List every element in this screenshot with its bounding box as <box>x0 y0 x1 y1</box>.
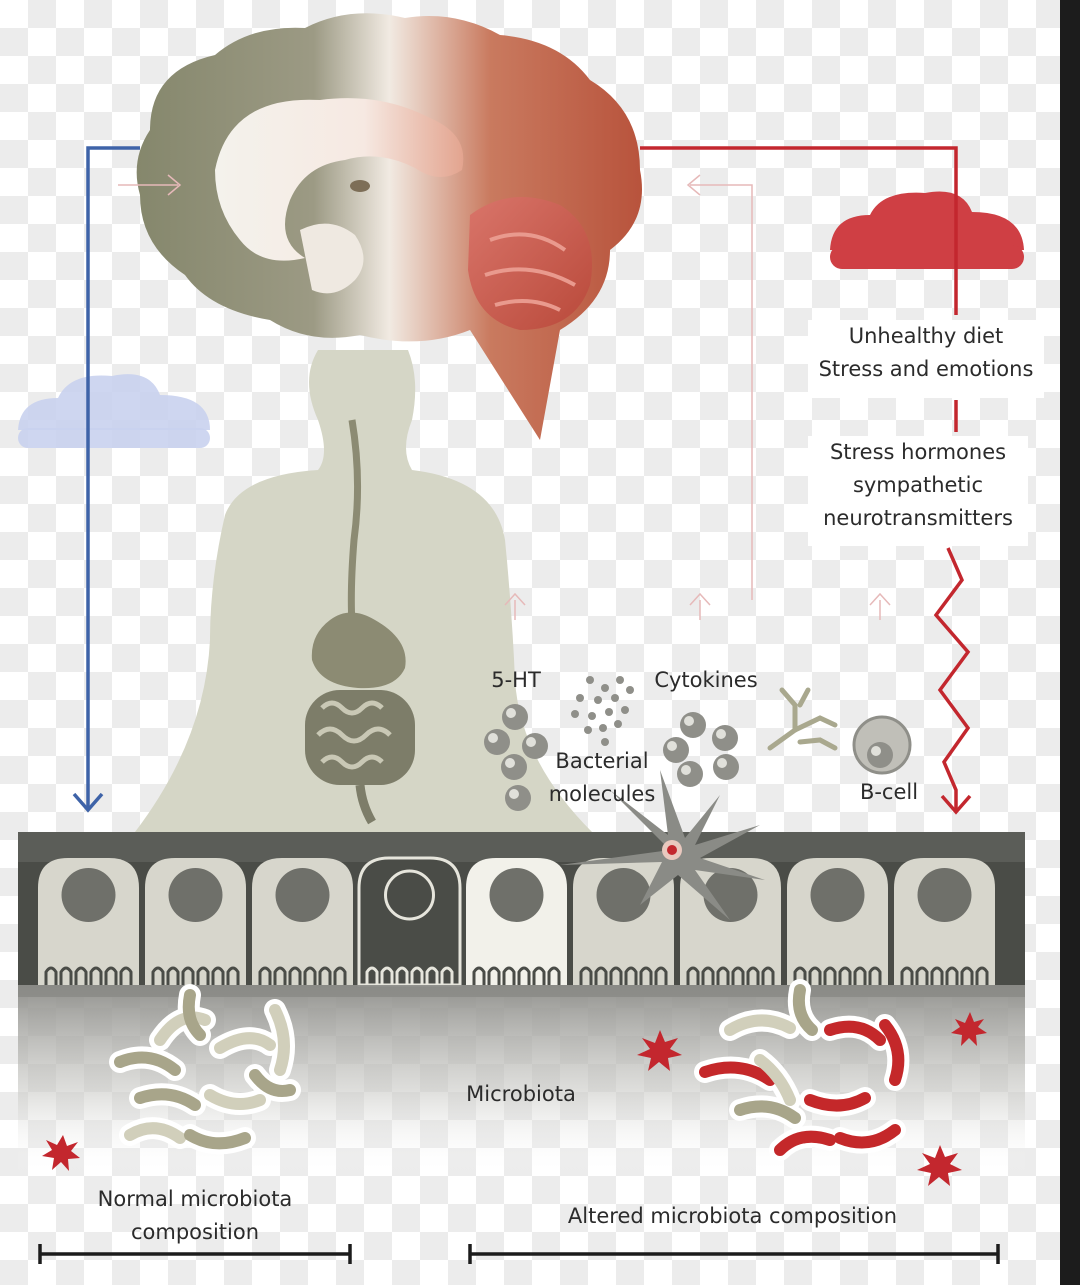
label-microbiota: Microbiota <box>466 1082 576 1106</box>
cell-nucleus <box>810 868 865 922</box>
cell-nucleus <box>917 868 972 922</box>
label-bacterial-line1: Bacterial <box>555 749 649 773</box>
cytokine-molecules <box>663 712 739 787</box>
dendritic-cell <box>560 770 765 920</box>
cell-nucleus <box>384 869 435 921</box>
label-box-diet-stress: Unhealthy diet Stress and emotions <box>808 320 1044 398</box>
cell-nucleus <box>61 868 116 922</box>
microvilli <box>151 966 240 985</box>
serotonin-molecules <box>484 704 548 811</box>
label-normal-line1: Normal microbiota <box>97 1187 293 1211</box>
altered-bacteria <box>694 979 910 1161</box>
label-unhealthy-diet: Unhealthy diet <box>848 324 1004 348</box>
label-stress-hormones: Stress hormones <box>829 440 1007 464</box>
digestive-tract <box>305 419 415 825</box>
brain-illustration <box>136 13 642 441</box>
human-body-silhouette <box>135 350 592 832</box>
normal-scale-bar <box>38 1244 352 1264</box>
blue-pathway-arrow <box>72 146 140 813</box>
label-neurotransmitters: neurotransmitters <box>823 506 1013 530</box>
right-frame-edge <box>1060 0 1080 1285</box>
cell-nucleus <box>489 868 544 922</box>
red-cloud <box>830 191 1024 269</box>
label-bacterial-line2: molecules <box>548 782 656 806</box>
blue-cloud <box>18 374 210 448</box>
label-box-stress-hormones: Stress hormones sympathetic neurotransmi… <box>808 436 1028 546</box>
microvilli <box>258 966 347 985</box>
goblet-cell <box>357 856 462 987</box>
normal-bacteria <box>109 984 301 1155</box>
label-sympathetic: sympathetic <box>852 473 984 497</box>
label-stress-emotions: Stress and emotions <box>818 357 1034 381</box>
label-normal-line2: composition <box>130 1220 260 1244</box>
label-bacterial: Bacterial molecules <box>546 745 658 811</box>
cell-nucleus <box>275 868 330 922</box>
b-cell <box>852 715 912 775</box>
label-cytokines: Cytokines <box>654 668 758 692</box>
cell-nucleus <box>168 868 223 922</box>
cell-nucleus <box>596 868 651 922</box>
red-pathway-arrow <box>640 146 972 815</box>
epithelial-cells <box>38 856 995 987</box>
microvilli <box>365 966 454 985</box>
microvilli <box>44 966 133 985</box>
microvilli <box>686 966 775 985</box>
label-normal-composition: Normal microbiota composition <box>80 1183 310 1249</box>
toxin-starbursts <box>42 1012 987 1186</box>
microvilli <box>472 966 561 985</box>
feedback-arrows <box>118 174 891 620</box>
bacterial-molecule-dots <box>571 676 634 746</box>
microvilli <box>579 966 668 985</box>
label-altered-composition: Altered microbiota composition <box>567 1204 898 1228</box>
label-5ht: 5-HT <box>491 668 541 692</box>
antibody-icon <box>767 687 838 751</box>
microvilli <box>900 966 989 985</box>
altered-scale-bar <box>468 1244 1000 1264</box>
label-b-cell: B-cell <box>859 780 919 804</box>
microvilli <box>793 966 882 985</box>
